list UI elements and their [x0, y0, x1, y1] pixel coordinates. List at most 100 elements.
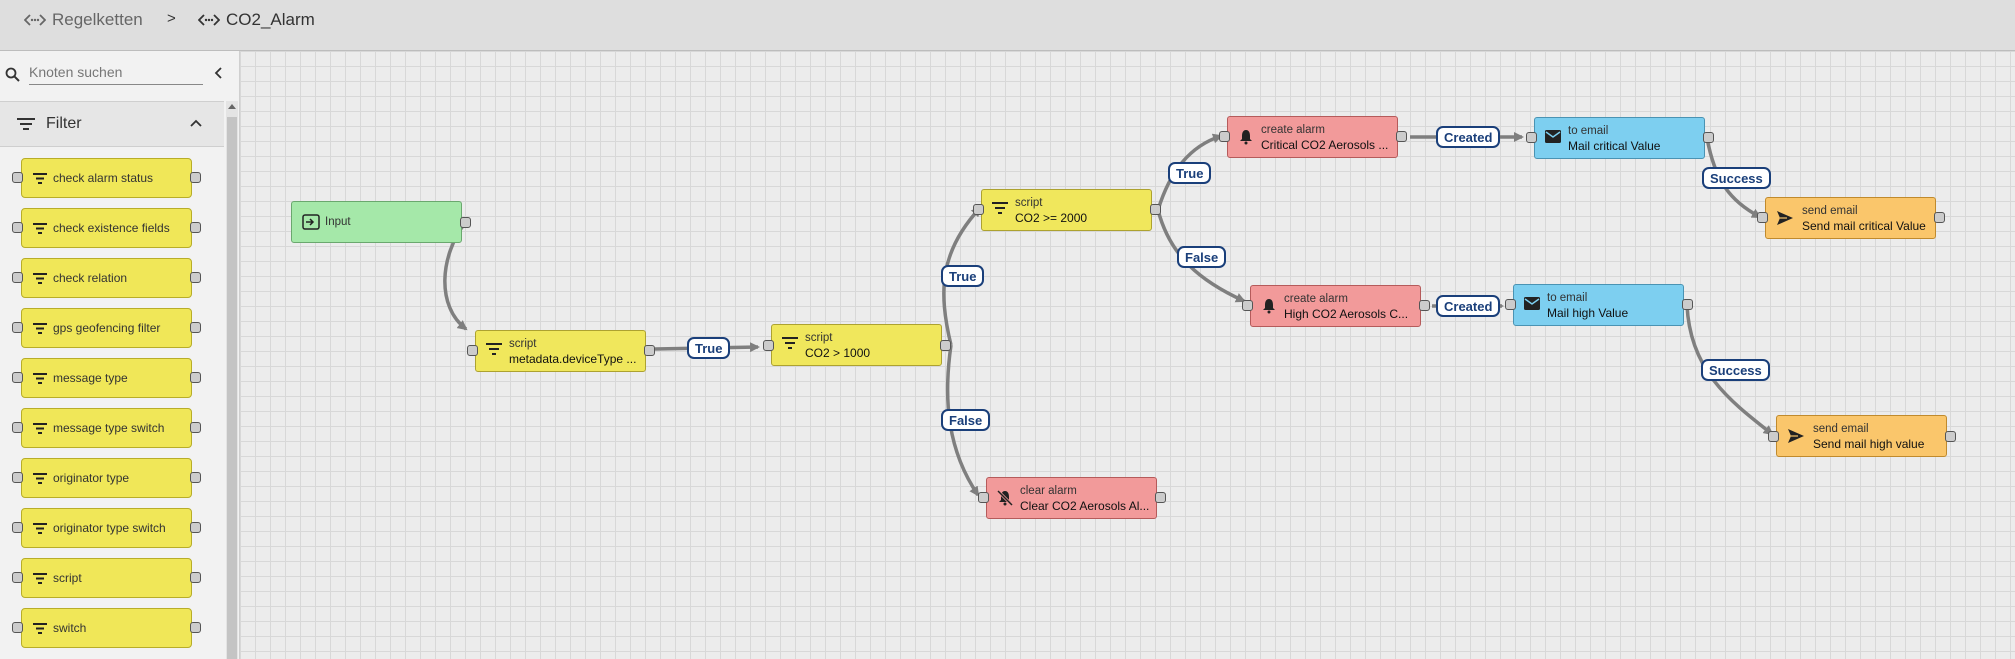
- library-node[interactable]: switch: [21, 608, 192, 648]
- library-node[interactable]: gps geofencing filter: [21, 308, 192, 348]
- node-script-1000-out-port[interactable]: [940, 340, 951, 351]
- node-name-label: CO2 >= 2000: [1015, 211, 1088, 225]
- send-icon: [1776, 210, 1794, 226]
- edge-label-false[interactable]: False: [1177, 246, 1227, 268]
- node-type-label: script: [509, 338, 537, 350]
- filter-icon: [33, 422, 47, 434]
- node-script-1000[interactable]: script CO2 > 1000: [771, 324, 942, 366]
- node-send-email-high-out-port[interactable]: [1945, 431, 1956, 442]
- node-clear-alarm-out-port[interactable]: [1155, 492, 1166, 503]
- library-node[interactable]: message type switch: [21, 408, 192, 448]
- node-type-label: script: [1015, 197, 1043, 209]
- node-script-device-in-port[interactable]: [467, 345, 478, 356]
- node-script-1000-in-port[interactable]: [763, 340, 774, 351]
- filter-icon: [33, 522, 47, 534]
- node-send-email-high[interactable]: send email Send mail high value: [1776, 415, 1947, 457]
- node-create-alarm-high[interactable]: create alarm High CO2 Aerosols C...: [1250, 285, 1421, 327]
- library-node-out-port: [190, 272, 201, 283]
- node-name-label: Send mail critical Value: [1802, 219, 1926, 233]
- node-to-email-high-out-port[interactable]: [1682, 299, 1693, 310]
- node-send-email-high-in-port[interactable]: [1768, 431, 1779, 442]
- node-send-email-critical-in-port[interactable]: [1757, 212, 1768, 223]
- library-node[interactable]: check alarm status: [21, 158, 192, 198]
- filter-icon: [33, 322, 47, 334]
- chevron-up-icon[interactable]: [189, 116, 203, 130]
- node-script-device[interactable]: script metadata.deviceType ...: [475, 330, 646, 372]
- sidebar-scrollbar[interactable]: [226, 101, 238, 659]
- library-node[interactable]: script: [21, 558, 192, 598]
- node-script-device-out-port[interactable]: [644, 345, 655, 356]
- node-type-label: to email: [1547, 292, 1588, 304]
- edge-label-true[interactable]: True: [1168, 162, 1212, 184]
- library-node[interactable]: check relation: [21, 258, 192, 298]
- library-node-out-port: [190, 522, 201, 533]
- edge-label-created[interactable]: Created: [1436, 126, 1501, 148]
- node-to-email-high-in-port[interactable]: [1505, 299, 1516, 310]
- node-name-label: Send mail high value: [1813, 437, 1925, 451]
- top-bar: Regelketten > CO2_Alarm: [0, 0, 2015, 51]
- node-script-2000-out-port[interactable]: [1150, 204, 1161, 215]
- node-send-email-critical-out-port[interactable]: [1934, 212, 1945, 223]
- node-input-name: Input: [325, 216, 351, 228]
- breadcrumb-separator: >: [167, 10, 176, 27]
- rule-chain-canvas[interactable]: Input script metadata.deviceType ... scr…: [240, 51, 2015, 659]
- node-name-label: Clear CO2 Aerosols Al...: [1020, 499, 1150, 513]
- edge-label-success[interactable]: Success: [1702, 167, 1771, 189]
- filter-section-header[interactable]: Filter: [0, 101, 224, 147]
- node-input-out-port[interactable]: [460, 217, 471, 228]
- node-script-2000-in-port[interactable]: [973, 204, 984, 215]
- library-node[interactable]: check existence fields: [21, 208, 192, 248]
- library-node-label: script: [53, 571, 82, 585]
- edge-label-true[interactable]: True: [687, 337, 731, 359]
- library-node-out-port: [190, 572, 201, 583]
- library-node-in-port: [12, 372, 23, 383]
- library-node-in-port: [12, 322, 23, 333]
- bell-off-icon: [997, 490, 1013, 506]
- node-type-label: send email: [1813, 423, 1869, 435]
- library-node-label: originator type: [53, 471, 130, 485]
- scroll-up-arrow[interactable]: [228, 104, 236, 109]
- filter-icon: [782, 337, 798, 349]
- library-node-in-port: [12, 422, 23, 433]
- node-input[interactable]: Input: [291, 201, 462, 243]
- node-type-label: send email: [1802, 205, 1858, 217]
- library-node[interactable]: originator type: [21, 458, 192, 498]
- edge-label-success[interactable]: Success: [1701, 359, 1770, 381]
- node-send-email-critical[interactable]: send email Send mail critical Value: [1765, 197, 1936, 239]
- scroll-thumb[interactable]: [227, 117, 237, 659]
- collapse-sidebar-icon[interactable]: [211, 65, 227, 81]
- node-clear-alarm[interactable]: clear alarm Clear CO2 Aerosols Al...: [986, 477, 1157, 519]
- node-create-alarm-high-out-port[interactable]: [1419, 300, 1430, 311]
- node-library-sidebar: Filter check alarm status check existence…: [0, 51, 240, 659]
- filter-icon: [992, 202, 1008, 214]
- library-node-label: message type: [53, 371, 128, 385]
- library-node-in-port: [12, 522, 23, 533]
- edge-label-false[interactable]: False: [941, 409, 991, 431]
- filter-icon: [33, 572, 47, 584]
- library-node-in-port: [12, 172, 23, 183]
- library-node[interactable]: message type: [21, 358, 192, 398]
- input-icon: [302, 214, 320, 230]
- node-create-alarm-critical-in-port[interactable]: [1219, 131, 1230, 142]
- node-to-email-critical-in-port[interactable]: [1526, 132, 1537, 143]
- search-input[interactable]: [29, 60, 203, 85]
- node-to-email-critical-out-port[interactable]: [1703, 132, 1714, 143]
- library-node[interactable]: originator type switch: [21, 508, 192, 548]
- node-create-alarm-critical-out-port[interactable]: [1396, 131, 1407, 142]
- node-to-email-critical[interactable]: to email Mail critical Value: [1534, 117, 1705, 159]
- library-node-in-port: [12, 222, 23, 233]
- edge-label-created[interactable]: Created: [1436, 295, 1501, 317]
- node-to-email-high[interactable]: to email Mail high Value: [1513, 284, 1684, 326]
- library-node-out-port: [190, 322, 201, 333]
- edge-label-true[interactable]: True: [941, 265, 985, 287]
- node-script-2000[interactable]: script CO2 >= 2000: [981, 189, 1152, 231]
- breadcrumb-root[interactable]: Regelketten: [24, 9, 143, 31]
- library-node-out-port: [190, 372, 201, 383]
- library-node-label: originator type switch: [53, 521, 166, 535]
- node-clear-alarm-in-port[interactable]: [978, 492, 989, 503]
- node-create-alarm-critical[interactable]: create alarm Critical CO2 Aerosols ...: [1227, 116, 1398, 158]
- library-node-in-port: [12, 272, 23, 283]
- node-create-alarm-high-in-port[interactable]: [1242, 300, 1253, 311]
- node-name-label: CO2 > 1000: [805, 346, 871, 360]
- library-node-out-port: [190, 472, 201, 483]
